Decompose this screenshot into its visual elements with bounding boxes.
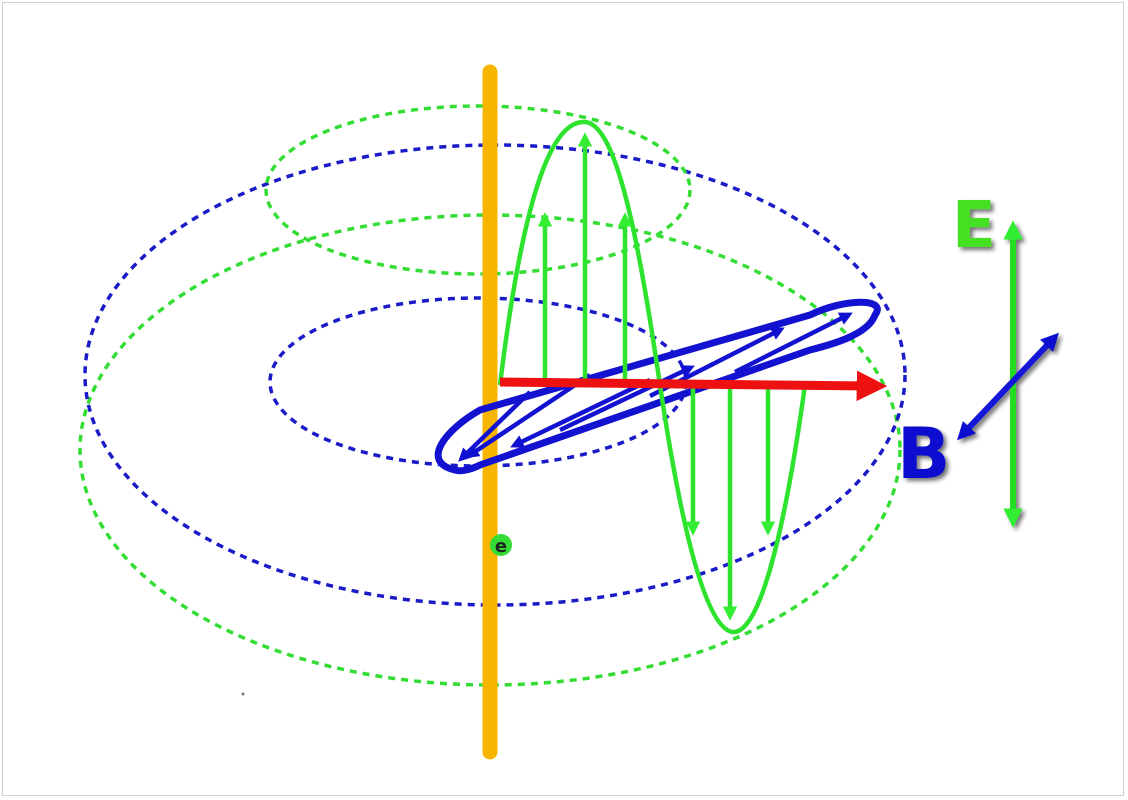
magnetic-field-label: B [897, 413, 950, 495]
stray-dot [241, 692, 245, 696]
antenna: e [482, 64, 512, 760]
magnetic-vector [733, 312, 853, 375]
electric-field-label: E [952, 189, 996, 263]
magnetic-vectors [458, 312, 853, 462]
top-green-loop [264, 104, 692, 276]
electron-dot [490, 534, 512, 556]
magnetic-vector [510, 377, 651, 448]
magnetic-wave [434, 298, 881, 475]
field-legend: E B [897, 189, 1059, 528]
magnetic-legend-arrow [957, 332, 1059, 441]
electron-label: e [495, 536, 507, 557]
magnetic-wave-envelope [434, 298, 881, 475]
magnetic-vector [559, 365, 695, 433]
magnetic-vector [465, 373, 592, 458]
propagation-arrow [499, 370, 888, 402]
electric-vectors [537, 132, 776, 621]
